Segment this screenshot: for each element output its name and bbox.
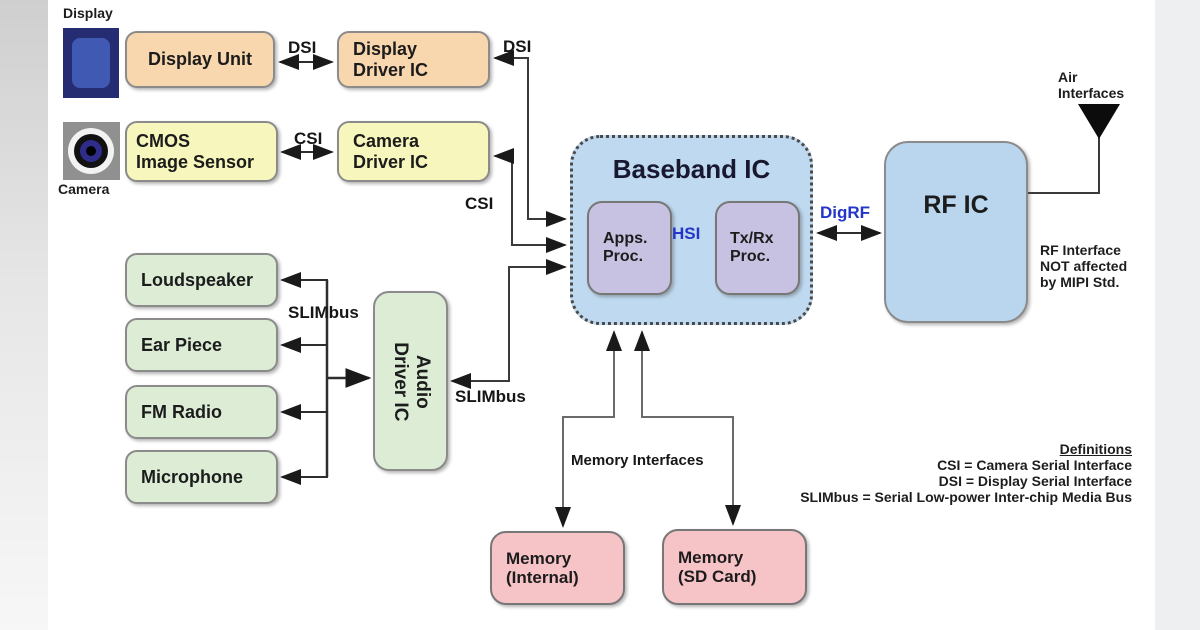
camera-driver-line2: Driver IC [353,151,429,172]
loudspeaker-box: Loudspeaker [125,253,278,307]
memory-sd-line1: Memory [678,547,744,567]
camera-driver-line1: Camera [353,131,420,152]
camera-icon [63,122,120,180]
definition-csi: CSI = Camera Serial Interface [937,457,1132,473]
right-gray-strip [1155,0,1200,630]
csi-label-1: CSI [294,129,323,148]
memory-sd-box: Memory (SD Card) [662,529,807,605]
txrx-proc-line2: Proc. [730,248,771,265]
display-driver-line1: Display [353,39,418,60]
rf-ic-label: RF IC [923,191,989,219]
apps-proc-line1: Apps. [603,230,648,248]
audio-driver-line1: Audio [411,354,433,409]
audio-driver-line2: Driver IC [390,342,411,422]
display-icon [63,28,119,98]
rf-note-line3: by MIPI Std. [1040,273,1120,290]
antenna-icon [1078,104,1120,139]
apps-proc-box: Apps. Proc. [587,201,672,295]
microphone-label: Microphone [141,466,243,487]
cmos-line1: CMOS [136,131,190,152]
display-screen [72,38,110,88]
microphone-box: Microphone [125,450,278,504]
loudspeaker-label: Loudspeaker [141,269,254,290]
memory-internal-line2: (Internal) [506,568,579,587]
cmos-sensor-box: CMOS Image Sensor [125,121,278,182]
antenna-line [1028,136,1100,194]
camera-driver-box: Camera Driver IC [337,121,490,182]
slimbus-route [450,259,567,389]
ear-piece-box: Ear Piece [125,318,278,372]
dsi-route [493,50,567,227]
fm-radio-box: FM Radio [125,385,278,439]
dsi-label-1: DSI [288,38,317,57]
audio-driver-box: Audio Driver IC [373,291,448,471]
rf-note: RF Interface NOT affected by MIPI Std. [1040,242,1128,291]
definitions-title: Definitions [1059,441,1132,457]
dsi-label-2: DSI [503,37,532,56]
memory-internal-line1: Memory [506,548,572,568]
air-interfaces-label: Air Interfaces [1058,69,1125,102]
txrx-proc-line1: Tx/Rx [730,230,774,248]
memory-sd-line2: (SD Card) [678,567,757,586]
apps-proc-line2: Proc. [603,248,644,265]
digrf-label: DigRF [820,203,871,222]
cmos-line2: Image Sensor [136,151,255,172]
camera-lens-dot [86,146,96,156]
definition-dsi: DSI = Display Serial Interface [938,473,1132,489]
txrx-proc-box: Tx/Rx Proc. [715,201,800,295]
csi-route [493,148,567,253]
display-icon-label: Display [63,5,113,21]
memory-interfaces-label: Memory Interfaces [571,452,704,469]
display-unit-box: Display Unit [125,31,275,88]
fm-radio-label: FM Radio [141,401,222,422]
air-line2: Interfaces [1058,84,1125,101]
air-line1: Air [1058,69,1078,85]
rf-note-line1: RF Interface [1040,242,1121,258]
ear-piece-label: Ear Piece [141,334,223,355]
rf-ic-box: RF IC [884,141,1028,323]
definitions-block: Definitions CSI = Camera Serial Interfac… [800,441,1132,505]
display-driver-box: Display Driver IC [337,31,490,88]
memory-sd-route [634,330,741,526]
left-gradient-strip [0,0,48,630]
hsi-label: HSI [672,224,701,243]
slimbus-label-1: SLIMbus [288,303,359,322]
baseband-title: Baseband IC [612,154,771,184]
camera-icon-label: Camera [58,181,110,197]
csi-label-2: CSI [465,194,494,213]
display-driver-line2: Driver IC [353,59,429,80]
definition-slimbus: SLIMbus = Serial Low-power Inter-chip Me… [800,489,1132,505]
memory-internal-route [555,330,622,528]
rf-note-line2: NOT affected [1040,257,1128,274]
display-unit-label: Display Unit [147,49,253,70]
audio-driver-vertical-text: Audio Driver IC [389,292,433,472]
slimbus-label-2: SLIMbus [455,387,526,406]
memory-internal-box: Memory (Internal) [490,531,625,605]
